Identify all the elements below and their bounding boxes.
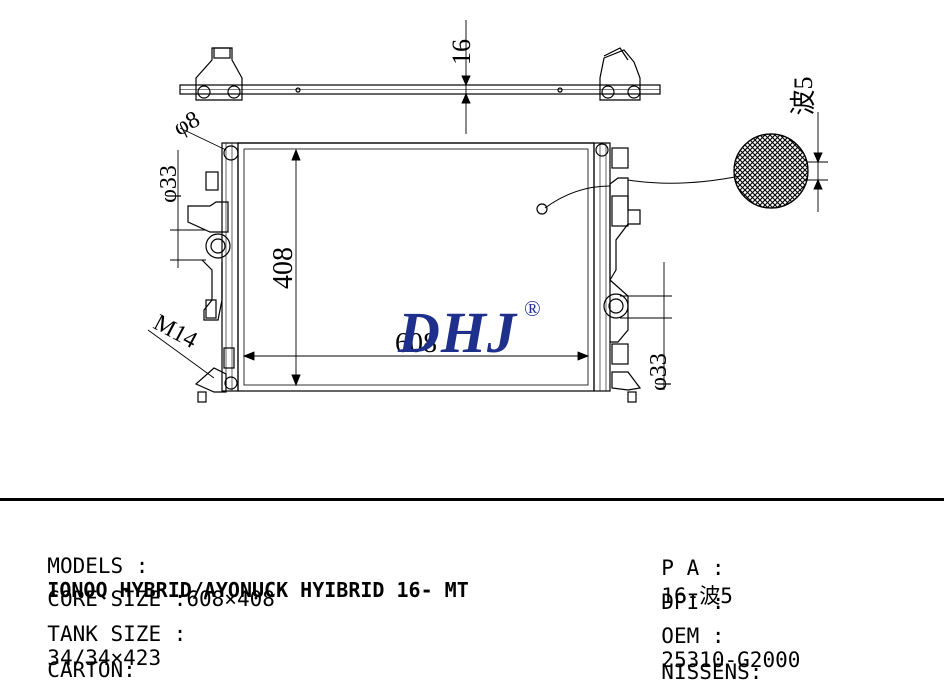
carton-label: CARTON: (47, 658, 136, 682)
core-value: 608×408 (186, 587, 275, 611)
dim-width: 608 (395, 328, 437, 359)
dim-top-spacing: 16 (447, 39, 476, 65)
spec-dpi: DPI : (636, 566, 725, 614)
dpi-label: DPI : (661, 590, 725, 614)
tank-label: TANK SIZE : (47, 622, 187, 646)
dim-wave: 波5 (789, 76, 818, 115)
radiator-drawing: 16 波5 φ8 φ33 408 608 M14 φ33 (147, 20, 828, 403)
dim-pin-dia: φ8 (169, 106, 204, 141)
left-tank (187, 142, 239, 403)
oem-value: 25310-G2000 (661, 648, 801, 672)
core-label: CORE SIZE : (47, 587, 187, 611)
models-value: IONOQ HYBRID/AYONUCK HYIBRID 16- MT (47, 578, 469, 602)
spec-models: MODELS : IONOQ HYBRID/AYONUCK HYIBRID 16… (22, 530, 469, 602)
dim-left-port: φ33 (156, 165, 182, 203)
tank-value: 34/34×423 (47, 646, 162, 670)
spec-oem: OEM : 25310-G2000 (636, 600, 800, 672)
oem-label: OEM : (661, 624, 725, 648)
nissens-label: NISSENS: (661, 660, 763, 684)
dim-thread: M14 (149, 310, 201, 354)
brand-logo-text: DHJ (398, 300, 517, 365)
brand-logo: DHJ ® (398, 296, 558, 368)
right-tank (536, 142, 741, 403)
fin-detail (733, 133, 809, 209)
spec-nissens: NISSENS: (636, 636, 762, 684)
top-mounting-bar (179, 47, 661, 101)
dim-right-port: φ33 (646, 353, 672, 391)
dim-height: 408 (268, 247, 299, 289)
models-label: MODELS : (47, 554, 149, 578)
spec-core-size: CORE SIZE :608×408 (22, 563, 275, 611)
spec-pa: P A : 16-波5 (636, 532, 733, 610)
spec-tank-size: TANK SIZE : 34/34×423 (22, 598, 186, 670)
divider-line (0, 498, 944, 501)
registered-mark: ® (524, 296, 541, 321)
pa-label: P A : (661, 556, 725, 580)
pa-value: 16-波5 (661, 584, 733, 608)
